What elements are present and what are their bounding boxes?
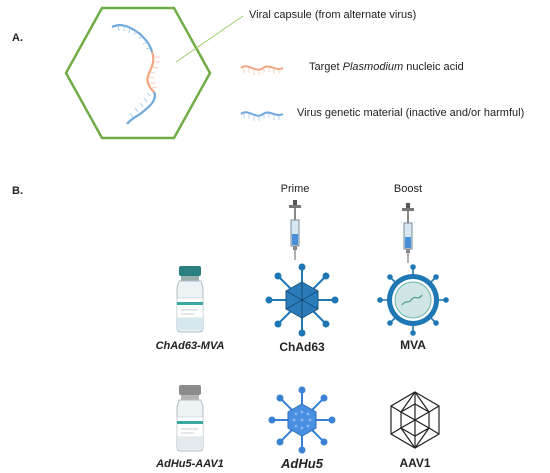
target-legend-swatch [240, 65, 284, 71]
adenovirus-icon [268, 386, 336, 454]
target-suffix: nucleic acid [403, 61, 464, 73]
virus-legend-swatch [240, 111, 284, 117]
adenovirus-icon [265, 263, 339, 337]
capsule-pointer-line [175, 15, 244, 63]
capsule-diagram [64, 6, 284, 140]
panel-b-label: B. [12, 185, 23, 197]
vial-icon [176, 385, 204, 452]
vaccine-name: AdHu5-AAV1 [156, 458, 224, 470]
aav-capsid-icon [390, 391, 440, 449]
prime-virus-name: ChAd63 [279, 340, 325, 354]
prime-virus-name: AdHu5 [281, 456, 323, 471]
target-organism: Plasmodium [342, 61, 404, 73]
prime-heading: Prime [280, 183, 310, 195]
boost-virus-name: AAV1 [399, 456, 431, 470]
vaccine-name: ChAd63-MVA [155, 340, 225, 352]
virus-strand-bottom [126, 91, 156, 125]
panel-a-label: A. [12, 32, 23, 44]
viral-capsule-hexagon [64, 6, 212, 140]
capsule-legend-label: Viral capsule (from alternate virus) [249, 9, 417, 21]
prime-syringe-icon [289, 200, 301, 260]
mva-virus-icon [377, 264, 449, 336]
target-strand [146, 51, 155, 93]
boost-heading: Boost [393, 183, 423, 195]
vial-icon [176, 266, 204, 333]
boost-syringe-icon [402, 203, 414, 263]
target-legend-label: Target Plasmodium nucleic acid [309, 61, 464, 73]
boost-virus-name: MVA [400, 338, 426, 352]
virus-strand-top [111, 24, 154, 53]
virus-legend-label: Virus genetic material (inactive and/or … [297, 107, 525, 119]
target-prefix: Target [309, 61, 343, 73]
